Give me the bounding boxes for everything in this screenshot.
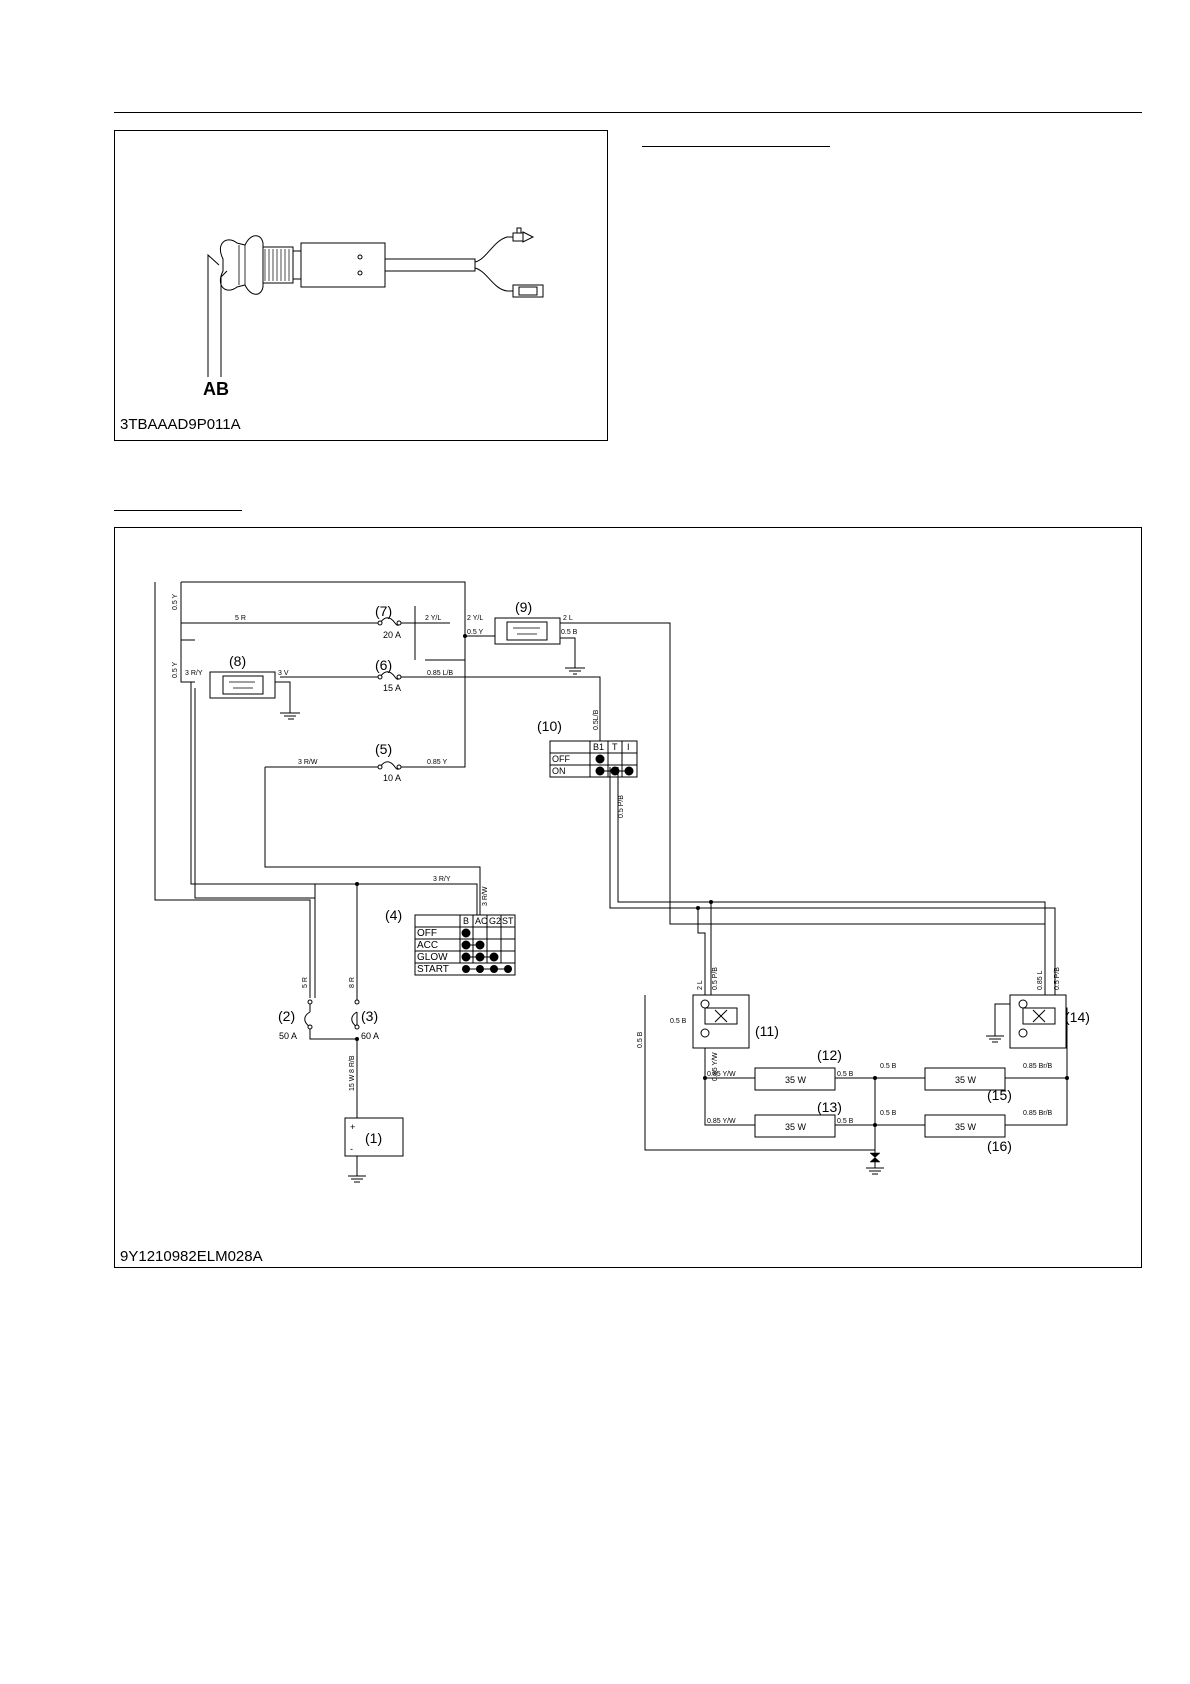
wire-05pb-b: 0.5 P/B	[712, 967, 719, 990]
sw4-h-b: B	[463, 916, 469, 926]
sw10-h-t: T	[612, 742, 618, 752]
label-c15: (15)	[987, 1087, 1012, 1103]
sw4-h-ac: AC	[475, 916, 488, 926]
label-c14: (14)	[1065, 1009, 1090, 1025]
figure2-caption: 9Y1210982ELM028A	[120, 1248, 263, 1265]
wire-05y-c: 0.5 Y	[467, 629, 484, 636]
sw10-row-on: ON	[552, 766, 566, 776]
lamp-16	[924, 1114, 1006, 1138]
wire-085y: 0.85 Y	[427, 759, 447, 766]
lamp15-watt: 35 W	[955, 1075, 977, 1085]
wire-5r-top: 5 R	[235, 615, 246, 622]
lamp-15	[924, 1067, 1006, 1091]
wire-085yw-a: 0.85 Y/W	[712, 1052, 719, 1081]
label-c2: (2)	[278, 1008, 295, 1024]
fuse7-rating: 20 A	[383, 630, 401, 640]
label-c1: (1)	[365, 1130, 382, 1146]
wire-3rw-a: 3 R/W	[298, 759, 318, 766]
wire-2yl-b: 2 Y/L	[467, 615, 483, 622]
wire-05pb-a: 0.5 P/B	[618, 795, 625, 818]
wire-05b-12: 0.5 B	[837, 1071, 854, 1078]
label-a: A	[203, 379, 216, 399]
wire-05b-left: 0.5 B	[637, 1031, 644, 1048]
wire-5r: 5 R	[302, 977, 309, 988]
sw4-h-g2: G2	[489, 916, 501, 926]
label-c12: (12)	[817, 1047, 842, 1063]
header-rule	[114, 112, 1142, 113]
sensor-drawing: A B 3TBAAAD9P011A	[120, 227, 544, 433]
lamp-12	[754, 1067, 836, 1091]
wiring-svg: B1 T I OFF ON B AC G2 ST OFF ACC GLOW ST…	[120, 581, 1090, 1265]
figure1-caption: 3TBAAAD9P011A	[120, 416, 241, 433]
lamp13-watt: 35 W	[785, 1122, 807, 1132]
sw4-h-st: ST	[502, 916, 514, 926]
label-c16: (16)	[987, 1138, 1012, 1154]
wire-05b-13: 0.5 B	[837, 1118, 854, 1125]
label-c8: (8)	[229, 653, 246, 669]
label-c7: (7)	[375, 603, 392, 619]
wire-085l: 0.85 L	[1037, 970, 1044, 990]
sw4-row-off: OFF	[417, 928, 437, 939]
wire-085yw-c: 0.85 Y/W	[707, 1118, 736, 1125]
wire-05y-b: 0.5 Y	[172, 661, 179, 678]
battery-plus: +	[350, 1122, 355, 1132]
sw10-h-i: I	[627, 742, 630, 752]
sensor-figure: A B 3TBAAAD9P011A	[114, 130, 608, 441]
heading-underline-2	[114, 510, 242, 511]
lamp16-watt: 35 W	[955, 1122, 977, 1132]
wire-3rw-b: 3 R/W	[482, 886, 489, 906]
label-b: B	[216, 379, 229, 399]
switch-4	[414, 914, 516, 964]
wire-085brb-b: 0.85 Br/B	[1023, 1110, 1053, 1117]
lamp-13	[754, 1114, 836, 1138]
fuse2-rating: 50 A	[279, 1031, 297, 1041]
label-c10: (10)	[537, 718, 562, 734]
fuse6-rating: 15 A	[383, 683, 401, 693]
wire-05b-16: 0.5 B	[880, 1110, 897, 1117]
wire-2yl-a: 2 Y/L	[425, 615, 441, 622]
wire-05b-top: 0.5 B	[561, 629, 578, 636]
relay-11	[692, 994, 750, 1049]
wire-05y-a: 0.5 Y	[172, 593, 179, 610]
wire-05b-15: 0.5 B	[880, 1063, 897, 1070]
wire-05lb: 0.5L/B	[593, 709, 600, 730]
label-c11: (11)	[755, 1023, 779, 1039]
sw4-row-glow: GLOW	[417, 952, 448, 963]
label-c9: (9)	[515, 599, 532, 615]
lamp12-watt: 35 W	[785, 1075, 807, 1085]
heading-underline-1	[642, 146, 830, 147]
label-c6: (6)	[375, 657, 392, 673]
label-c3: (3)	[361, 1008, 378, 1024]
wire-15w: 15 W	[349, 1074, 356, 1091]
sw10-h-b1: B1	[593, 742, 604, 752]
battery-1	[344, 1103, 404, 1157]
battery-minus: -	[350, 1144, 353, 1154]
wire-05pb-c: 0.5 P/B	[1054, 967, 1061, 990]
wiring-diagram: B1 T I OFF ON B AC G2 ST OFF ACC GLOW ST…	[114, 527, 1142, 1268]
wire-3ry-b: 3 R/Y	[433, 876, 451, 883]
label-c5: (5)	[375, 741, 392, 757]
wire-05b-11: 0.5 B	[670, 1018, 687, 1025]
wire-8rb: 8 R/B	[349, 1055, 356, 1073]
sw4-row-acc: ACC	[417, 940, 438, 951]
wire-085brb-a: 0.85 Br/B	[1023, 1063, 1053, 1070]
wire-8r: 8 R	[349, 977, 356, 988]
wire-2l-top: 2 L	[563, 615, 573, 622]
wire-3ry: 3 R/Y	[185, 670, 203, 677]
fuse5-rating: 10 A	[383, 773, 401, 783]
relay-14	[1009, 994, 1067, 1049]
sw10-row-off: OFF	[552, 754, 570, 764]
sw4-row-start: START	[417, 964, 449, 975]
relay-9	[494, 617, 561, 645]
wire-3v: 3 V	[278, 670, 289, 677]
switch-10	[549, 740, 638, 778]
wire-085yw-b: 0.85 Y/W	[707, 1071, 736, 1078]
fuse3-rating: 60 A	[361, 1031, 379, 1041]
label-c4: (4)	[385, 907, 402, 923]
wire-085lb: 0.85 L/B	[427, 670, 453, 677]
wire-2l: 2 L	[697, 980, 704, 990]
label-c13: (13)	[817, 1099, 842, 1115]
relay-8	[209, 671, 276, 699]
